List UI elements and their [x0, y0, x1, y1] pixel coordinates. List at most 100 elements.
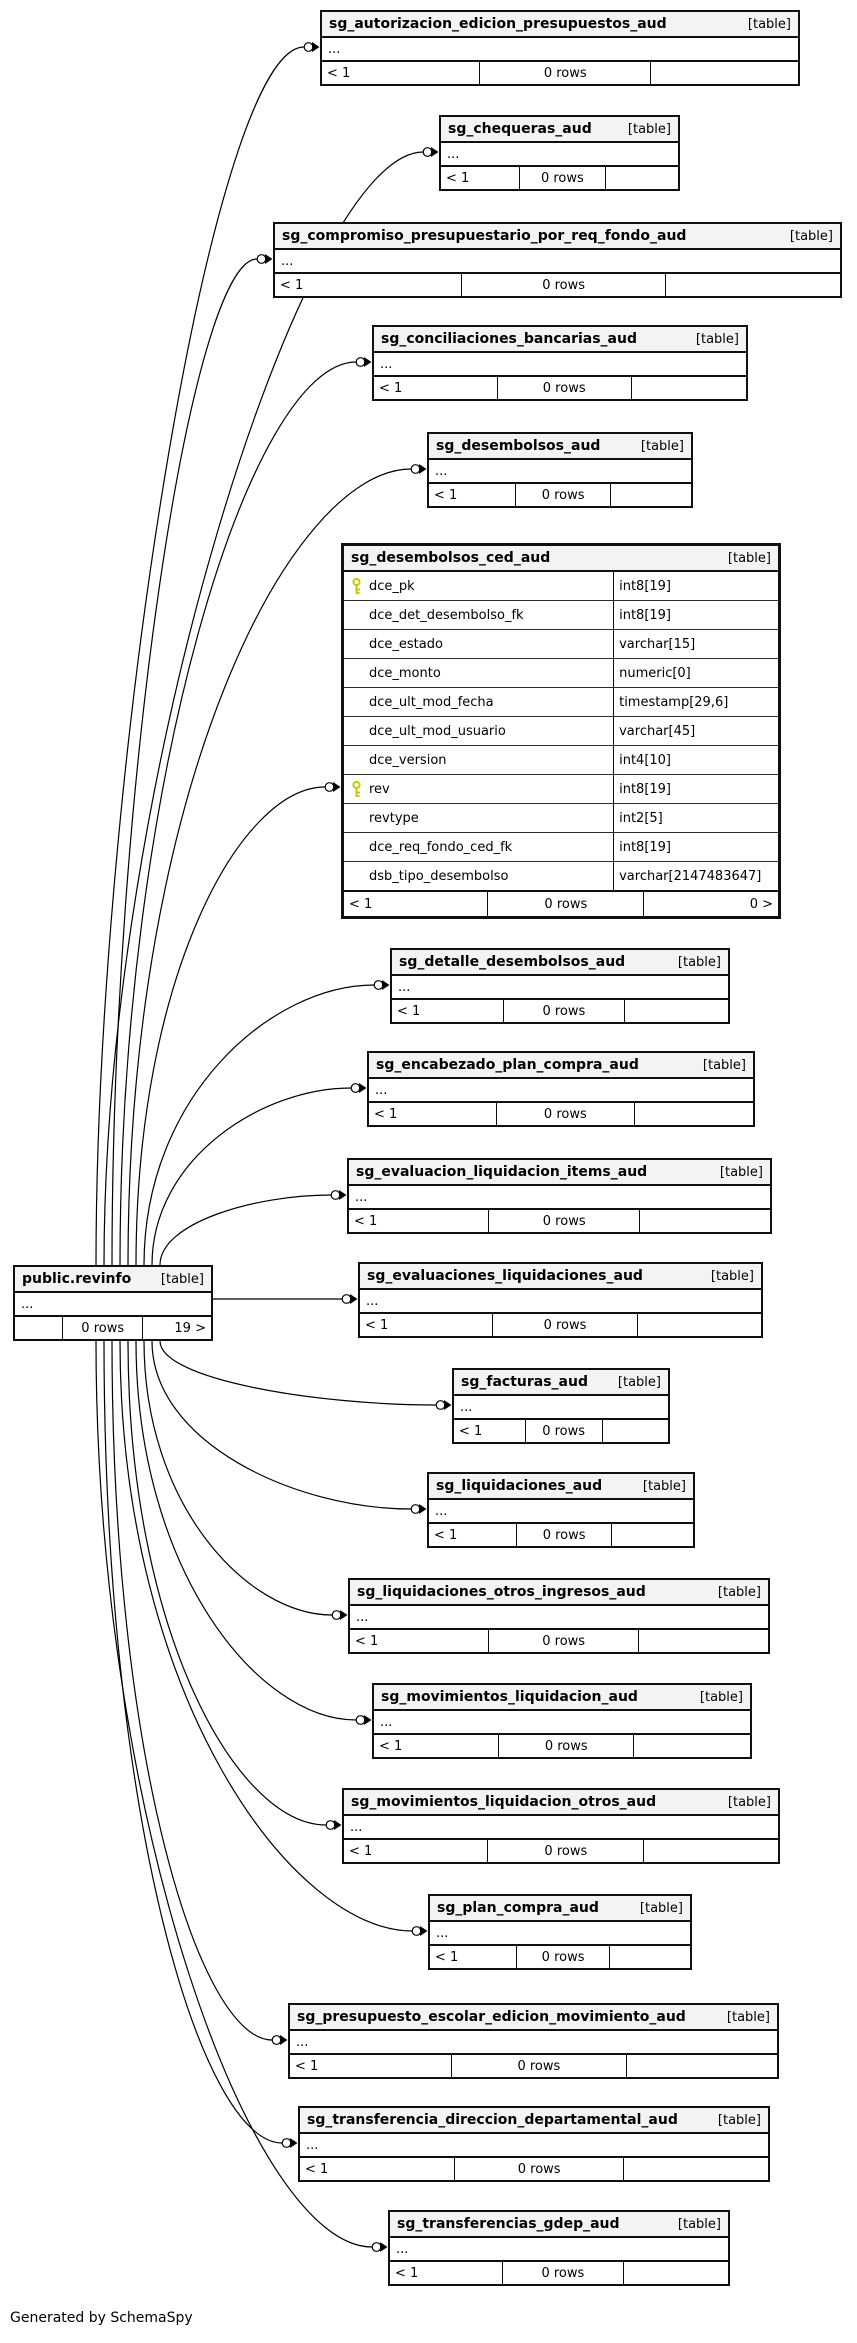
relationship-circle [271, 2035, 282, 2045]
table-node-sg_conciliaciones_bancarias_aud[interactable]: sg_conciliaciones_bancarias_aud[table]..… [372, 325, 748, 401]
footer-row-count: 0 rows [515, 484, 609, 506]
table-header[interactable]: sg_liquidaciones_aud[table] [429, 1474, 693, 1500]
table-header[interactable]: sg_evaluaciones_liquidaciones_aud[table] [360, 1264, 761, 1290]
table-header[interactable]: sg_desembolsos_aud[table] [429, 434, 691, 460]
table-node-sg_transferencia_direccion_departamental_aud[interactable]: sg_transferencia_direccion_departamental… [298, 2106, 770, 2182]
table-header[interactable]: sg_chequeras_aud[table] [441, 117, 678, 143]
footer-degree-right [626, 2055, 777, 2077]
table-header[interactable]: sg_movimientos_liquidacion_aud[table] [374, 1685, 750, 1711]
footer-row-count: 0 rows [479, 62, 650, 84]
footer-row-count: 0 rows [515, 1946, 610, 1968]
table-name: public.revinfo [22, 1271, 132, 1287]
table-header[interactable]: sg_presupuesto_escolar_edicion_movimient… [290, 2005, 777, 2031]
column-name: dce_req_fondo_ced_fk [369, 839, 513, 855]
table-header[interactable]: sg_conciliaciones_bancarias_aud[table] [374, 327, 746, 353]
table-name: sg_desembolsos_aud [436, 438, 601, 454]
table-name: sg_liquidaciones_aud [436, 1478, 603, 1494]
footer-row-count: 0 rows [501, 2262, 624, 2284]
footer-row-count: 0 rows [524, 1420, 602, 1442]
relationship-circle [350, 1083, 361, 1093]
table-node-sg_encabezado_plan_compra_aud[interactable]: sg_encabezado_plan_compra_aud[table]...<… [367, 1051, 755, 1127]
table-node-sg_movimientos_liquidacion_otros_aud[interactable]: sg_movimientos_liquidacion_otros_aud[tab… [342, 1788, 780, 1864]
table-node-sg_presupuesto_escolar_edicion_movimiento_aud[interactable]: sg_presupuesto_escolar_edicion_movimient… [288, 2003, 779, 2079]
relationship-circle [411, 1926, 422, 1936]
table-type-tag: [table] [789, 228, 833, 244]
relationship-circle [331, 1610, 342, 1620]
relationship-polygon [340, 1610, 348, 1620]
primary-key-icon [344, 775, 369, 803]
key-slot [344, 862, 369, 890]
column-name: revtype [369, 810, 419, 826]
table-name: sg_evaluacion_liquidacion_items_aud [356, 1164, 648, 1180]
relationship-circle [373, 980, 384, 990]
table-name: sg_plan_compra_aud [437, 1900, 599, 1916]
footer-degree-left: < 1 [305, 2161, 329, 2177]
footer-degree-right [633, 1103, 753, 1125]
footer-degree-left: < 1 [355, 1633, 379, 1649]
table-node-sg_liquidaciones_otros_ingresos_aud[interactable]: sg_liquidaciones_otros_ingresos_aud[tabl… [348, 1578, 770, 1654]
relationship-circle [410, 1504, 421, 1514]
footer-degree-right [643, 1840, 778, 1862]
table-node-sg_compromiso_presupuestario_por_req_fondo_aud[interactable]: sg_compromiso_presupuestario_por_req_fon… [273, 222, 842, 298]
column-type: timestamp[29,6] [613, 688, 778, 716]
table-header[interactable]: sg_autorizacion_edicion_presupuestos_aud… [322, 12, 798, 38]
table-name: sg_presupuesto_escolar_edicion_movimient… [297, 2009, 686, 2025]
table-header[interactable]: sg_plan_compra_aud[table] [430, 1896, 690, 1922]
table-header[interactable]: sg_detalle_desembolsos_aud[table] [392, 950, 728, 976]
primary-key-icon [344, 572, 369, 600]
table-name: sg_movimientos_liquidacion_otros_aud [351, 1794, 657, 1810]
table-header[interactable]: public.revinfo [table] [15, 1267, 211, 1293]
footer-degree-left: < 1 [434, 1527, 458, 1543]
table-header[interactable]: sg_transferencia_direccion_departamental… [300, 2108, 768, 2134]
footer-degree-left [15, 1317, 62, 1339]
columns-ellipsis: ... [429, 1500, 693, 1524]
table-header[interactable]: sg_facturas_aud[table] [454, 1370, 668, 1396]
footer-row-count: 0 rows [62, 1317, 142, 1339]
table-node-sg_autorizacion_edicion_presupuestos_aud[interactable]: sg_autorizacion_edicion_presupuestos_aud… [320, 10, 800, 86]
footer-row-count: 0 rows [519, 167, 604, 189]
column-type: int8[19] [613, 775, 778, 803]
table-header[interactable]: sg_encabezado_plan_compra_aud[table] [369, 1053, 753, 1079]
table-header[interactable]: sg_movimientos_liquidacion_otros_aud[tab… [344, 1790, 778, 1816]
table-node-sg_evaluacion_liquidacion_items_aud[interactable]: sg_evaluacion_liquidacion_items_aud[tabl… [347, 1158, 772, 1234]
table-type-tag: [table] [160, 1271, 204, 1287]
table-header[interactable]: sg_transferencias_gdep_aud[table] [390, 2212, 728, 2238]
relationship-circle [355, 1715, 366, 1725]
column-type: int8[19] [613, 601, 778, 629]
table-header[interactable]: sg_compromiso_presupuestario_por_req_fon… [275, 224, 840, 250]
footer-row-count: 0 rows [450, 2055, 626, 2077]
table-name: sg_evaluaciones_liquidaciones_aud [367, 1268, 643, 1284]
table-header[interactable]: sg_desembolsos_ced_aud[table] [344, 546, 778, 572]
key-slot [344, 601, 369, 629]
relationship-polygon [333, 782, 341, 792]
footer-degree-right [639, 1210, 770, 1232]
table-node-sg_movimientos_liquidacion_aud[interactable]: sg_movimientos_liquidacion_aud[table]...… [372, 1683, 752, 1759]
relationship-circle [435, 1400, 446, 1410]
relationship-polygon [419, 1504, 427, 1514]
table-node-sg_evaluaciones_liquidaciones_aud[interactable]: sg_evaluaciones_liquidaciones_aud[table]… [358, 1262, 763, 1338]
key-slot [344, 833, 369, 861]
footer-degree-right [664, 274, 840, 296]
table-header[interactable]: sg_liquidaciones_otros_ingresos_aud[tabl… [350, 1580, 768, 1606]
relationship-path [135, 1340, 357, 1721]
columns-ellipsis: ... [390, 2238, 728, 2262]
table-header[interactable]: sg_evaluacion_liquidacion_items_aud[tabl… [349, 1160, 770, 1186]
column-type: int4[10] [613, 746, 778, 774]
footer-degree-right: 19 > [142, 1317, 211, 1339]
